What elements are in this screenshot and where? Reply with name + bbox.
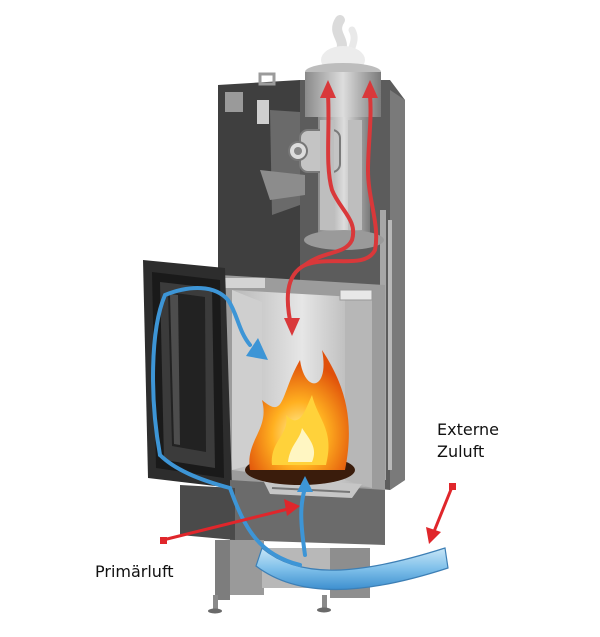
primary-air-label: Primärluft — [95, 562, 174, 581]
external-air-label-line1: Externe — [437, 420, 499, 439]
primary-air-pointer — [160, 499, 300, 544]
external-air-pointer — [426, 483, 456, 544]
cold-air-arrowheads — [246, 338, 313, 492]
cold-air-duct — [255, 546, 449, 591]
warm-air-arrows — [285, 93, 379, 332]
warm-air-arrowheads — [284, 80, 378, 336]
cold-air-arrows — [151, 286, 307, 567]
flame-icon — [245, 350, 355, 485]
glass-door — [143, 260, 232, 488]
external-air-label-line2: Zuluft — [437, 442, 485, 461]
fireplace-base — [180, 478, 385, 614]
